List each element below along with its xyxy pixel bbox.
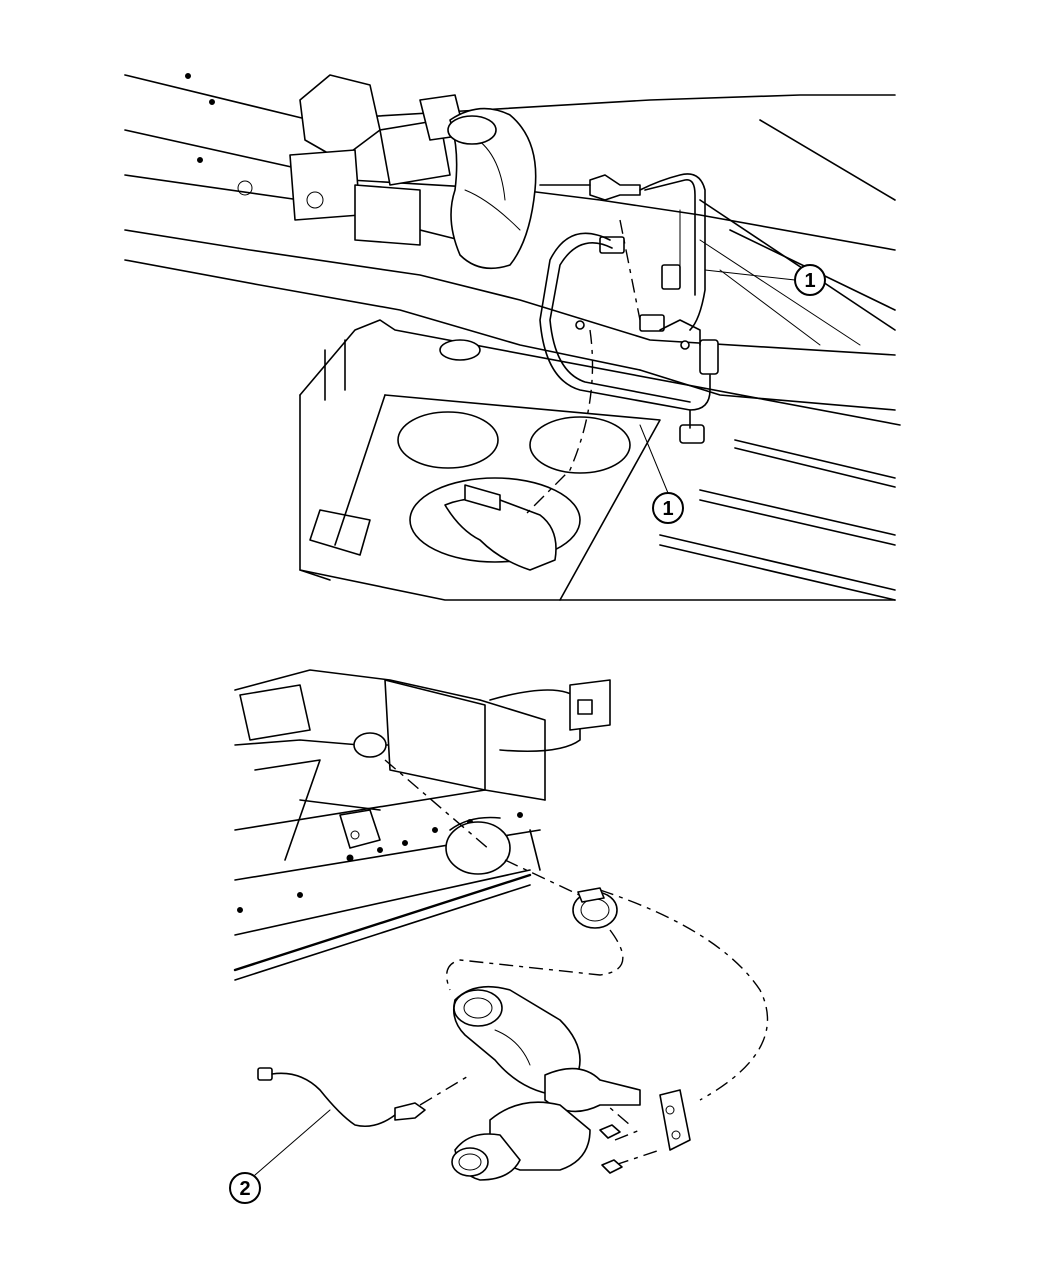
callout-2: 2 bbox=[229, 1109, 331, 1204]
callout-1-upper: 1 bbox=[704, 264, 826, 296]
callout-label: 1 bbox=[662, 498, 673, 520]
callout-label: 2 bbox=[239, 1178, 250, 1200]
bottom-view-converter bbox=[233, 669, 769, 1181]
callout-1-lower: 1 bbox=[639, 424, 684, 524]
callout-label: 1 bbox=[804, 270, 815, 292]
top-view-underbody bbox=[124, 73, 901, 601]
